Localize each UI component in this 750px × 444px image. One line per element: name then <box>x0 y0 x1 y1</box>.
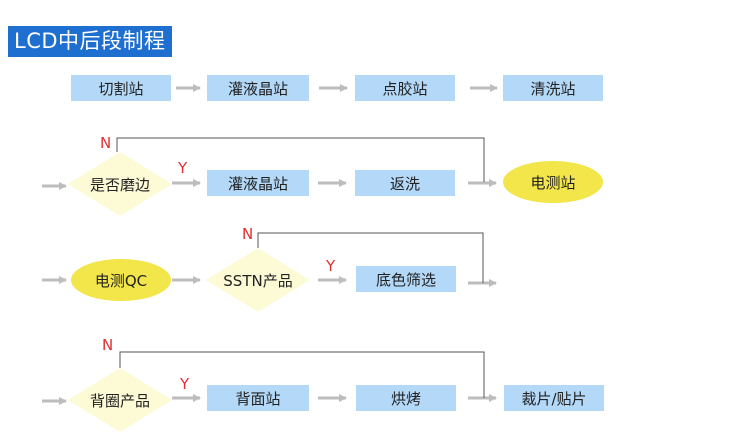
diamond-backring-shape <box>68 368 172 432</box>
backring-decision: 背圈产品 <box>68 368 172 432</box>
glue-station-box: 点胶站 <box>355 75 455 101</box>
lc-injection-station-box: 灌液晶站 <box>207 75 309 101</box>
diamond-sstn-shape <box>206 248 310 312</box>
backring-yes-label: Y <box>180 375 190 393</box>
line-row4-no <box>119 351 485 398</box>
line-row3-no <box>257 232 484 283</box>
page-title: LCD中后段制程 <box>8 26 172 57</box>
sstn-no-label: N <box>242 225 254 243</box>
baking-box: 烘烤 <box>356 385 456 411</box>
color-screening-box: 底色筛选 <box>356 266 456 292</box>
edging-no-label: N <box>100 134 112 152</box>
diamond-edging-shape <box>68 152 172 216</box>
backring-no-label: N <box>102 336 114 354</box>
sstn-yes-label: Y <box>326 257 336 275</box>
electrical-test-station-ellipse: 电测站 <box>503 161 603 203</box>
lc-injection-station-2-box: 灌液晶站 <box>207 170 309 196</box>
back-station-box: 背面站 <box>207 385 309 411</box>
edging-decision-label: 是否磨边 <box>89 175 150 194</box>
cleaning-station-box: 清洗站 <box>503 75 603 101</box>
cutting-station-box: 切割站 <box>71 75 171 101</box>
edging-decision: 是否磨边 <box>68 152 172 216</box>
line-row2-no <box>116 137 485 182</box>
electrical-test-qc-ellipse: 电测QC <box>71 259 171 301</box>
edging-yes-label: Y <box>178 159 188 177</box>
rewash-box: 返洗 <box>355 170 455 196</box>
sstn-decision-label: SSTN产品 <box>223 271 293 290</box>
sstn-decision: SSTN产品 <box>206 248 310 312</box>
backring-decision-label: 背圈产品 <box>89 391 150 410</box>
cutting-laminating-box: 裁片/贴片 <box>504 385 604 411</box>
